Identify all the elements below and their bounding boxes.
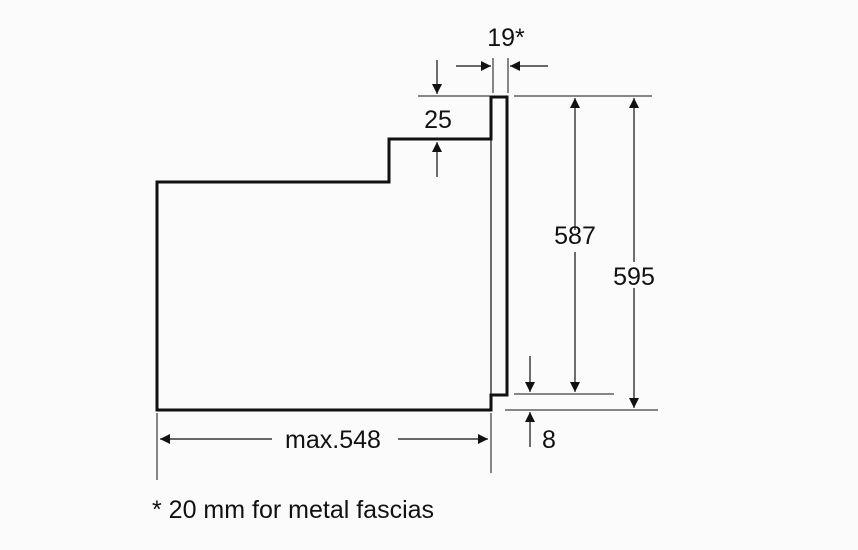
top-offset-label: 25 (424, 106, 452, 134)
total-height-label: 595 (613, 263, 655, 291)
bottom-offset-label: 8 (542, 426, 556, 454)
footnote-metal-fascias: * 20 mm for metal fascias (152, 496, 435, 524)
appliance-body-outline (155, 95, 509, 412)
depth-label: max.548 (285, 426, 381, 454)
inner-height-label: 587 (554, 222, 596, 250)
fascia-width-label: 19* (487, 24, 525, 52)
